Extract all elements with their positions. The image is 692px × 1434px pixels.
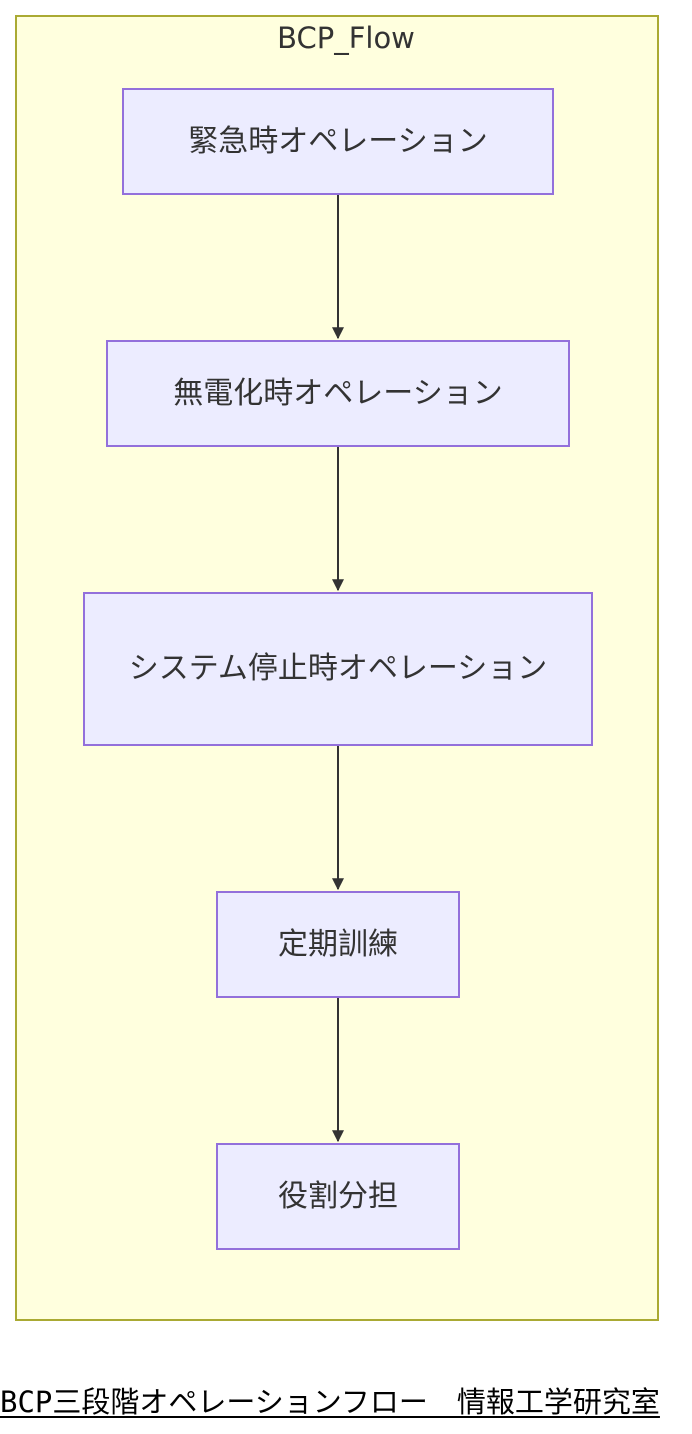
node-label: 定期訓練: [278, 926, 398, 962]
diagram-caption: BCP三段階オペレーションフロー 情報工学研究室: [0, 1385, 660, 1419]
node-label: システム停止時オペレーション: [128, 651, 548, 686]
node-label: 緊急時オペレーション: [188, 123, 488, 159]
node-system-stop-operation: システム停止時オペレーション: [83, 592, 593, 746]
node-emergency-operation: 緊急時オペレーション: [122, 88, 554, 195]
node-label: 無電化時オペレーション: [173, 375, 503, 411]
node-regular-training: 定期訓練: [216, 891, 460, 998]
node-label: 役割分担: [278, 1178, 398, 1214]
subgraph-title: BCP_Flow: [277, 21, 415, 55]
node-role-assignment: 役割分担: [216, 1143, 460, 1250]
node-power-outage-operation: 無電化時オペレーション: [106, 340, 570, 447]
